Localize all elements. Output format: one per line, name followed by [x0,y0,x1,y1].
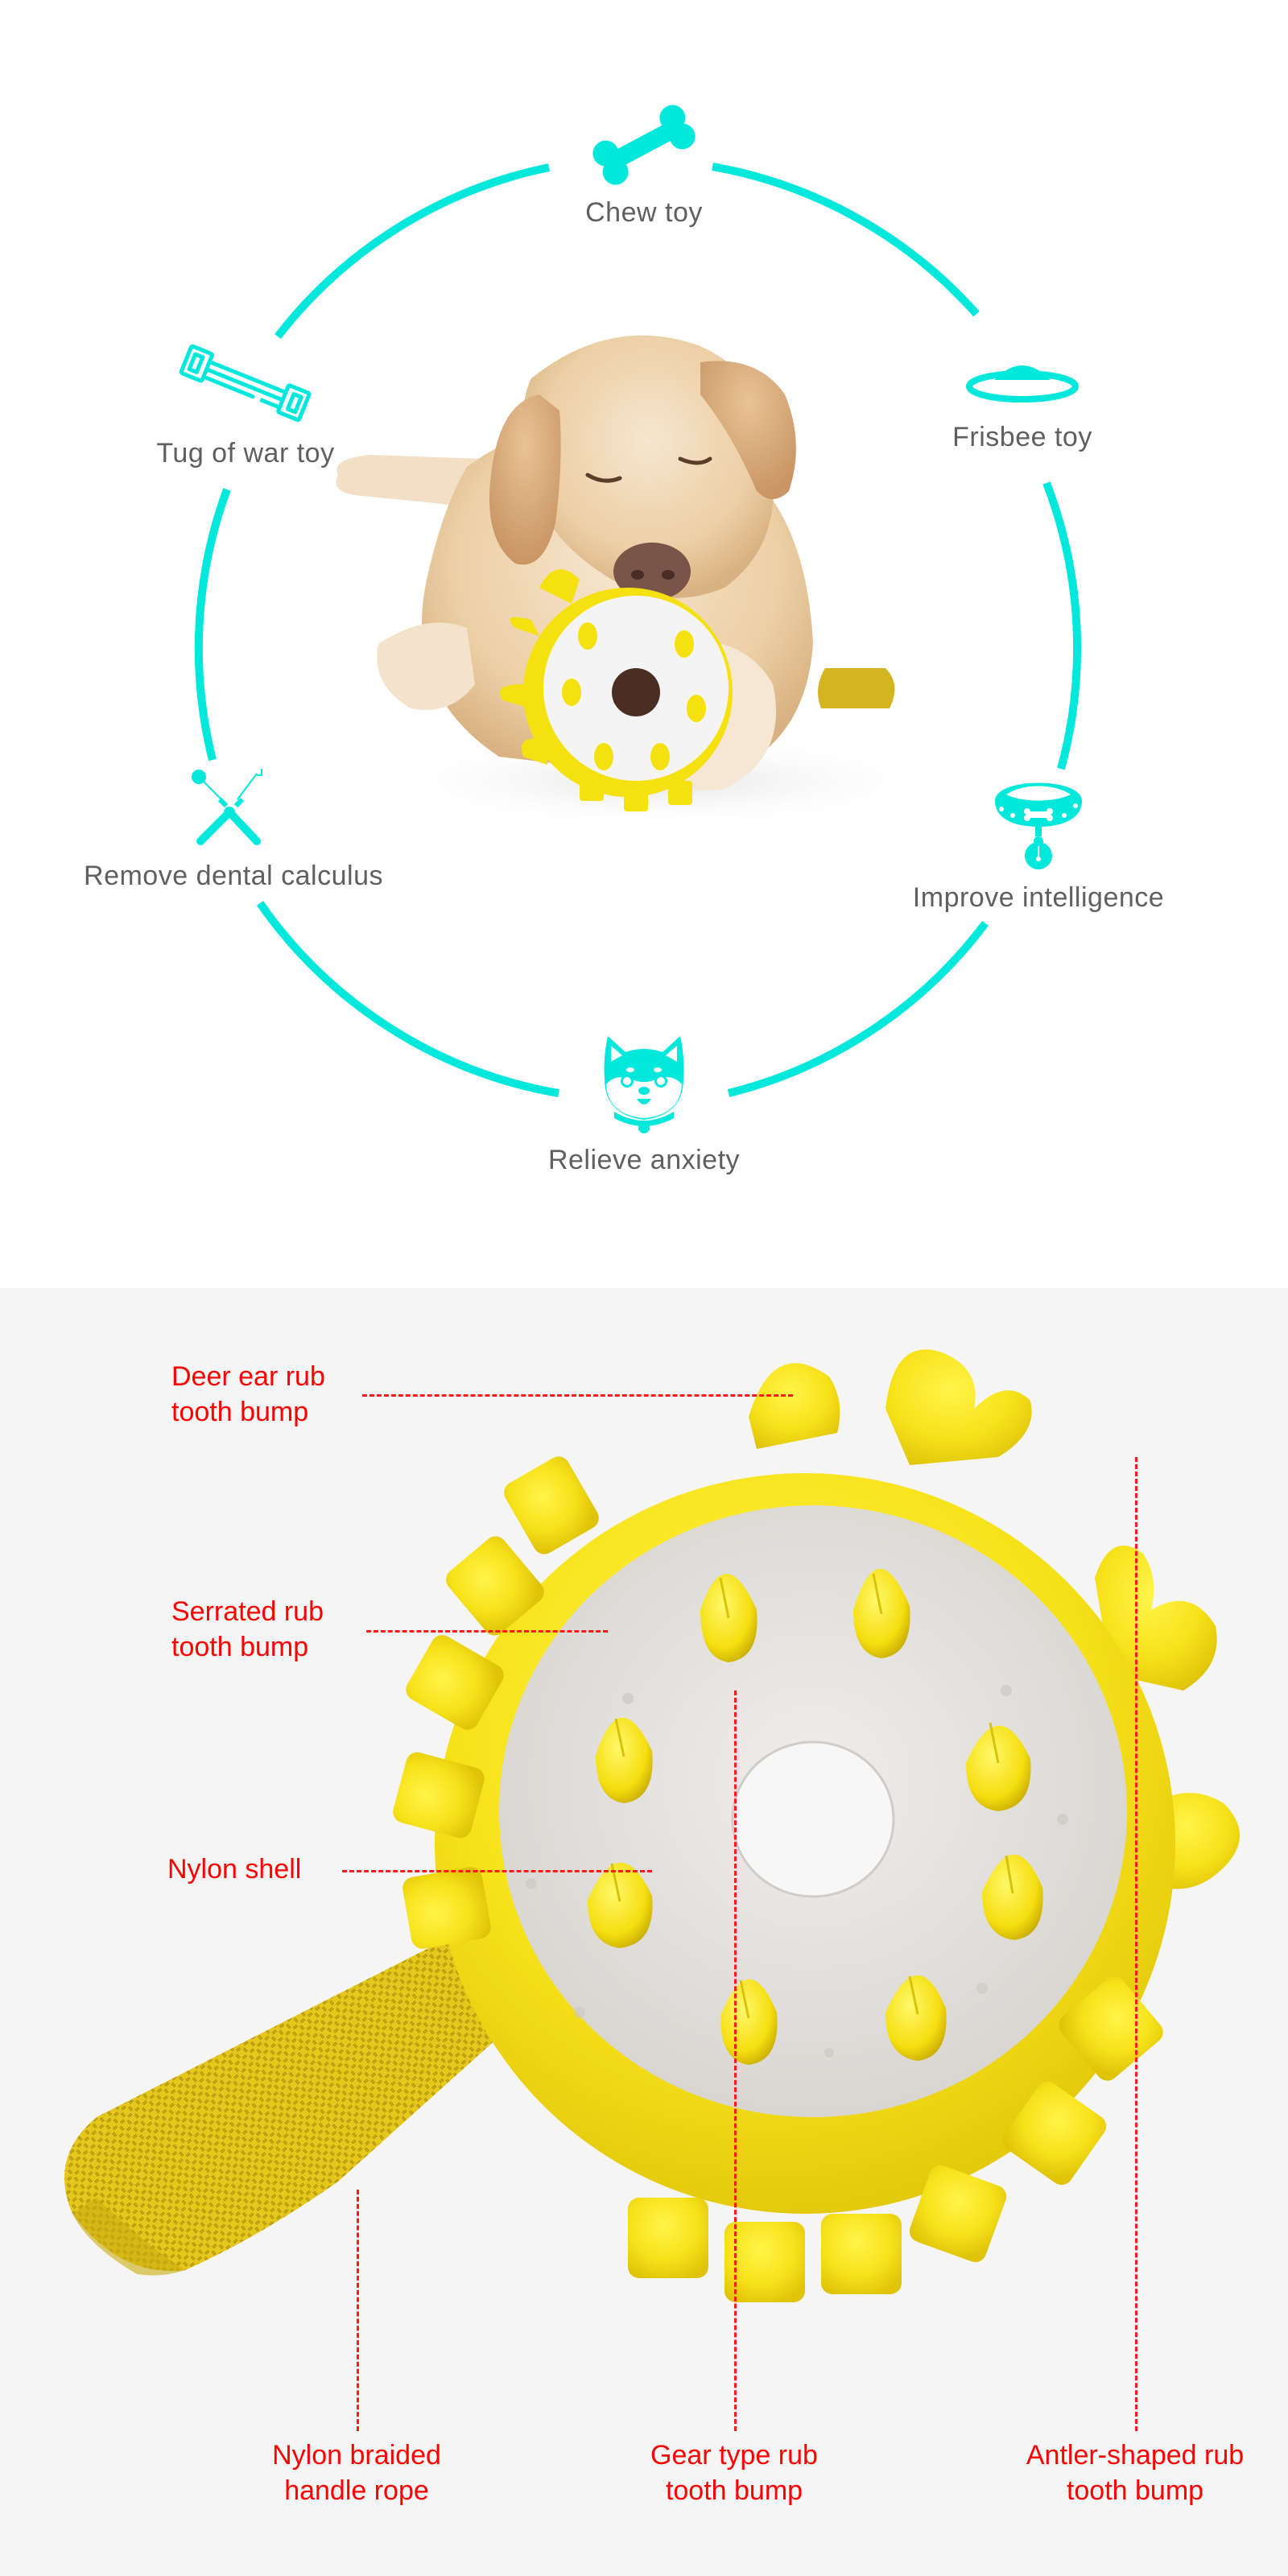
leader-line-handle-rope [357,2190,359,2431]
tug-rope-icon [179,344,312,423]
leader-line-serrated [366,1630,608,1633]
bone-icon [592,105,696,185]
feature-label: Tug of war toy [156,438,335,469]
callout-gear-type-rub-tooth-bump: Gear type rub tooth bump [650,2440,818,2506]
product-photo-gear-chew-toy [64,1349,1240,2302]
feature-label: Improve intelligence [912,882,1165,913]
feature-tug-of-war-toy: Tug of war toy [121,338,370,469]
feature-label: Remove dental calculus [84,861,383,891]
frisbee-icon [966,365,1079,402]
callout-nylon-braided-handle-rope: Nylon braided handle rope [272,2440,441,2506]
feature-relieve-anxiety: Relieve anxiety [507,1034,781,1176]
shiba-dog-face-icon [604,1036,684,1133]
callout-nylon-shell: Nylon shell [167,1854,302,1885]
leader-line-gear-type [734,1690,737,2431]
feature-frisbee-toy: Frisbee toy [902,354,1143,453]
dental-tools-icon [192,769,262,845]
leader-line-antler [1135,1457,1137,2431]
leader-line-nylon-shell [342,1870,652,1872]
callout-deer-ear-rub-tooth-bump: Deer ear rub tooth bump [171,1361,325,1427]
callout-antler-shaped-rub-tooth-bump: Antler-shaped rub tooth bump [1026,2440,1245,2506]
feature-chew-toy: Chew toy [499,101,789,229]
feature-label: Chew toy [585,197,703,228]
hero-photo-puppy-with-toy [336,335,950,829]
features-section: Chew toy Frisbee toy Improve i [40,101,1199,1176]
feature-improve-intelligence: Improve intelligence [877,769,1199,914]
callout-serrated-rub-tooth-bump: Serrated rub tooth bump [171,1596,324,1662]
leader-line-deer-ear [362,1394,793,1397]
feature-label: Frisbee toy [952,422,1092,452]
feature-label: Relieve anxiety [547,1145,741,1175]
feature-remove-dental-calculus: Remove dental calculus [40,769,427,892]
dog-collar-icon [995,782,1082,869]
feature-ring [194,163,1082,1097]
